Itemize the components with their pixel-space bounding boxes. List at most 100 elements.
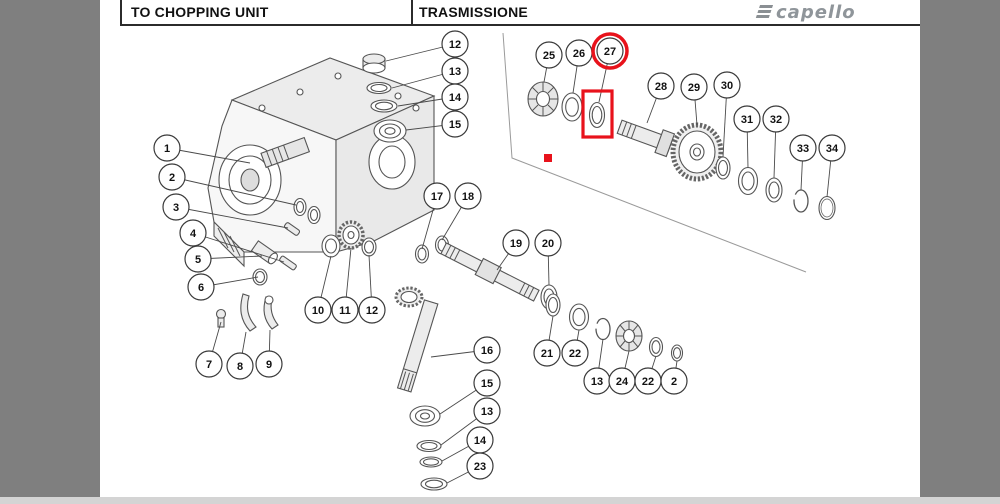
callout-24: 24 bbox=[608, 367, 636, 395]
callout-16: 16 bbox=[473, 336, 501, 364]
callout-number: 1 bbox=[164, 143, 170, 155]
gearbox-housing bbox=[207, 57, 436, 268]
callout-22: 22 bbox=[561, 339, 589, 367]
background-left bbox=[0, 0, 100, 504]
callout-number: 10 bbox=[312, 305, 324, 317]
capello-logo-icon bbox=[755, 5, 773, 18]
callout-6: 6 bbox=[187, 273, 215, 301]
callout-number: 14 bbox=[474, 435, 487, 447]
callout-8: 8 bbox=[226, 352, 254, 380]
callout-number: 33 bbox=[797, 143, 809, 155]
callout-number: 25 bbox=[543, 50, 555, 62]
callout-number: 4 bbox=[190, 228, 197, 240]
callout-number: 2 bbox=[671, 376, 677, 388]
callout-7: 7 bbox=[195, 350, 223, 378]
callout-number: 7 bbox=[206, 359, 212, 371]
callout-33: 33 bbox=[789, 134, 817, 162]
callout-number: 26 bbox=[573, 48, 585, 60]
callout-1: 1 bbox=[153, 134, 181, 162]
section-divider-line bbox=[502, 32, 807, 273]
brand-logo: capello bbox=[753, 1, 856, 23]
top-plug-and-rings bbox=[362, 53, 407, 143]
callout-number: 20 bbox=[542, 238, 554, 250]
callout-2: 2 bbox=[158, 163, 186, 191]
callout-14: 14 bbox=[441, 83, 469, 111]
header-left-title: TO CHOPPING UNIT bbox=[131, 4, 269, 20]
callout-number: 5 bbox=[195, 254, 201, 266]
callout-number: 28 bbox=[655, 81, 667, 93]
highlight-circle-callout-27 bbox=[591, 32, 629, 70]
callout-3: 3 bbox=[162, 193, 190, 221]
callout-number: 15 bbox=[449, 119, 461, 131]
callout-number: 24 bbox=[616, 376, 629, 388]
background-right bbox=[920, 0, 1000, 504]
callout-12: 12 bbox=[358, 296, 386, 324]
callout-number: 15 bbox=[481, 378, 493, 390]
callout-number: 13 bbox=[449, 66, 461, 78]
callout-34: 34 bbox=[818, 134, 846, 162]
callout-number: 22 bbox=[642, 376, 654, 388]
lower-gear-train bbox=[545, 293, 684, 362]
callout-number: 9 bbox=[266, 359, 272, 371]
callout-number: 2 bbox=[169, 172, 175, 184]
callout-22: 22 bbox=[634, 367, 662, 395]
callout-number: 12 bbox=[449, 39, 461, 51]
callout-17: 17 bbox=[423, 182, 451, 210]
callout-number: 13 bbox=[591, 376, 603, 388]
gear-set-bottom bbox=[321, 220, 377, 258]
callout-number: 30 bbox=[721, 80, 733, 92]
callout-number: 22 bbox=[569, 348, 581, 360]
input-shaft-stub bbox=[260, 136, 311, 169]
callout-number: 13 bbox=[481, 406, 493, 418]
callout-number: 16 bbox=[481, 345, 493, 357]
titleblock-border-mid bbox=[411, 0, 413, 24]
callout-number: 14 bbox=[449, 92, 462, 104]
callout-13: 13 bbox=[473, 397, 501, 425]
callout-number: 11 bbox=[339, 305, 351, 317]
callout-29: 29 bbox=[680, 73, 708, 101]
highlight-dot-marker bbox=[544, 154, 552, 162]
bevel-gear-24 bbox=[615, 320, 643, 352]
header-right-title: TRASMISSIONE bbox=[419, 4, 528, 20]
callout-21: 21 bbox=[533, 339, 561, 367]
callout-number: 8 bbox=[237, 361, 243, 373]
callout-9: 9 bbox=[255, 350, 283, 378]
callout-number: 32 bbox=[770, 114, 782, 126]
callout-15: 15 bbox=[473, 369, 501, 397]
callout-10: 10 bbox=[304, 296, 332, 324]
highlight-rect-part-27 bbox=[581, 89, 614, 139]
callout-20: 20 bbox=[534, 229, 562, 257]
callout-26: 26 bbox=[565, 39, 593, 67]
callout-number: 3 bbox=[173, 202, 179, 214]
callout-number: 29 bbox=[688, 82, 700, 94]
callout-30: 30 bbox=[713, 71, 741, 99]
bevel-gear-25 bbox=[527, 81, 559, 117]
titleblock-border-left bbox=[120, 0, 122, 24]
callout-18: 18 bbox=[454, 182, 482, 210]
callout-13: 13 bbox=[441, 57, 469, 85]
shaft-16-group bbox=[394, 286, 448, 491]
brand-name: capello bbox=[776, 1, 856, 23]
callout-number: 34 bbox=[826, 143, 839, 155]
splined-shaft-28 bbox=[616, 119, 676, 158]
callout-12: 12 bbox=[441, 30, 469, 58]
callout-32: 32 bbox=[762, 105, 790, 133]
callout-number: 12 bbox=[366, 305, 378, 317]
callout-number: 18 bbox=[462, 191, 474, 203]
callout-number: 31 bbox=[741, 114, 753, 126]
upper-gear-train bbox=[527, 81, 836, 221]
callout-2: 2 bbox=[660, 367, 688, 395]
callout-11: 11 bbox=[331, 296, 359, 324]
callout-13: 13 bbox=[583, 367, 611, 395]
callout-number: 6 bbox=[198, 282, 204, 294]
callout-number: 17 bbox=[431, 191, 443, 203]
callout-5: 5 bbox=[184, 245, 212, 273]
callout-14: 14 bbox=[466, 426, 494, 454]
bottom-strip bbox=[0, 497, 1000, 504]
callout-4: 4 bbox=[179, 219, 207, 247]
callout-number: 19 bbox=[510, 238, 522, 250]
bracket-parts bbox=[215, 293, 279, 332]
